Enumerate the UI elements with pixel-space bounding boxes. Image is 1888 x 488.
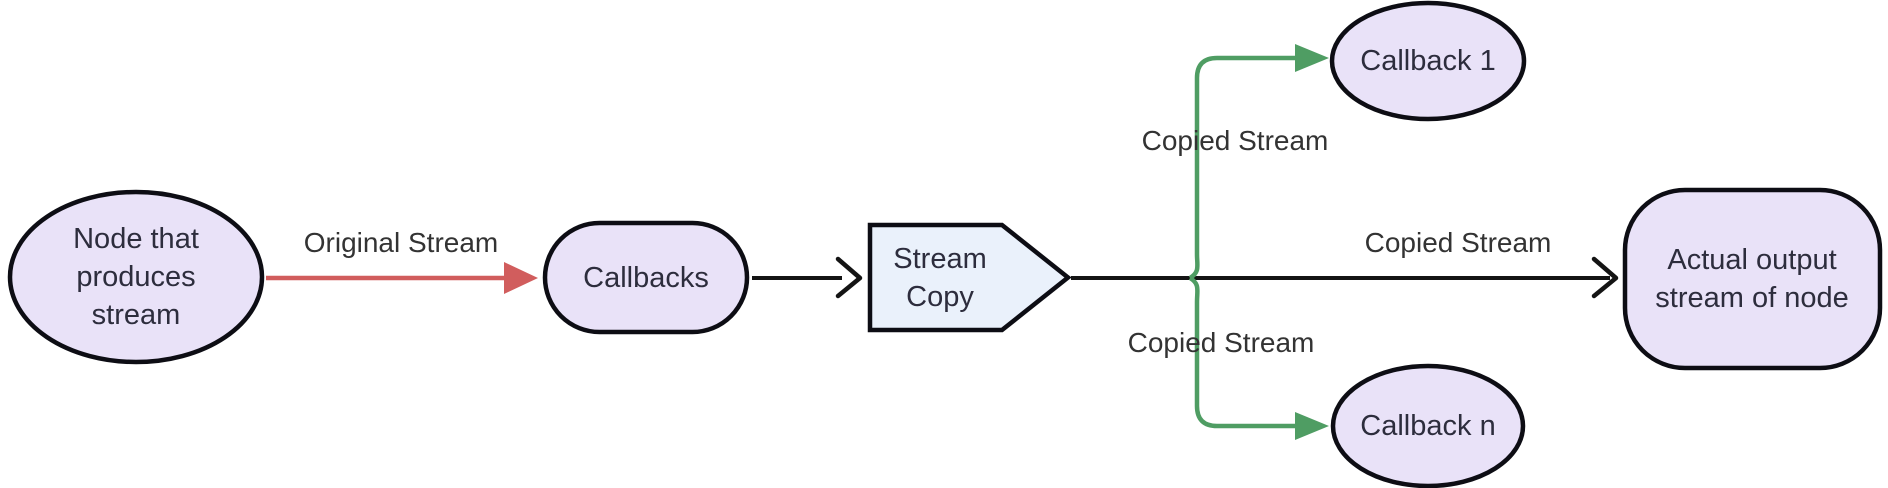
edge-label-copied-stream-right: Copied Stream — [1364, 227, 1552, 258]
arrowhead-copied-stream-bottom-icon — [1295, 412, 1329, 440]
callbacks-node-label: Callbacks — [583, 262, 709, 294]
actual-output-label-line: Actual output — [1667, 244, 1837, 276]
actual-output-label-line: stream of node — [1655, 282, 1849, 314]
arrowhead-copied-stream-top-icon — [1295, 44, 1329, 72]
callback-1-node-shape — [1329, 0, 1527, 122]
producer-node-shape — [7, 189, 265, 365]
producer-label-line: Node that — [73, 223, 199, 255]
arrowhead-copied-stream-right-icon — [1591, 256, 1619, 299]
edge-copied-stream-bottom — [1188, 276, 1298, 429]
edge-copied-stream-top — [1188, 55, 1298, 280]
callback-n-node-label: Callback n — [1360, 410, 1496, 442]
edge-label-original-stream: Original Stream — [303, 227, 499, 258]
arrowhead-original-stream-icon — [504, 262, 538, 294]
stream-copy-label-line: Stream — [893, 243, 987, 275]
producer-label-line: produces — [76, 261, 196, 293]
actual-output-node-label: Actual output stream of node — [1655, 241, 1848, 317]
stream-copy-label-line: Copy — [906, 281, 974, 313]
stream-copy-node-label: Stream Copy — [893, 240, 986, 316]
producer-node-label: Node that produces stream — [73, 220, 199, 334]
arrowhead-callbacks-to-streamcopy-icon — [835, 256, 863, 299]
callback-n-node-shape — [1330, 363, 1526, 488]
callbacks-node-shape — [542, 220, 750, 335]
producer-label-line: stream — [91, 299, 181, 331]
actual-output-node-shape — [1622, 187, 1883, 371]
callback-1-node-label: Callback 1 — [1360, 45, 1496, 77]
edge-label-copied-stream-top: Copied Stream — [1141, 125, 1329, 156]
stream-copy-node-shape — [867, 222, 1072, 333]
edge-label-copied-stream-bottom: Copied Stream — [1127, 327, 1315, 358]
